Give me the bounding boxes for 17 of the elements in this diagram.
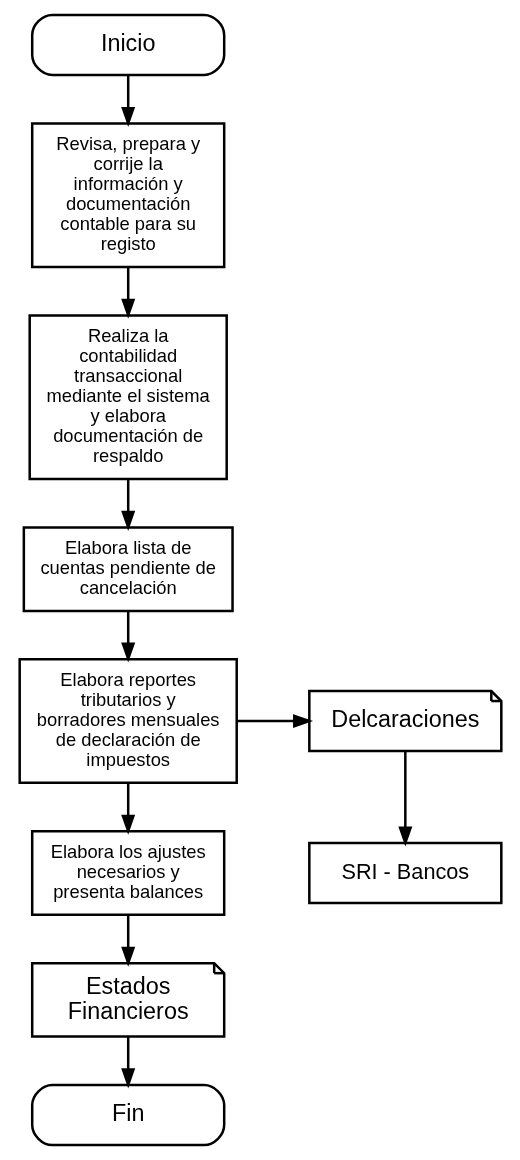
arrow: [120, 783, 135, 835]
node-box: Realiza la contabilidad transaccional mediante el sistema y elabora documentación de respaldo: [27, 314, 228, 481]
node-box: Revisa, prepara y corrije la información y documentación contable para su registo: [30, 122, 225, 269]
node-box: Inicio: [30, 13, 225, 77]
node-box: Elabora reportes tributarios y borradores mensuales de declaración de impuestos: [17, 658, 238, 785]
arrow: [236, 714, 313, 729]
arrow: [120, 479, 135, 531]
node-box: Fin: [30, 1083, 225, 1147]
arrow: [120, 75, 135, 127]
node-box: Elabora lista de cuentas pendiente de cancelación: [22, 526, 234, 613]
arrow: [120, 267, 135, 319]
arrow: [397, 751, 412, 847]
arrow: [120, 1036, 135, 1089]
arrow: [120, 915, 135, 967]
node-box: Elabora los ajustes necesarios y presenta balances: [30, 830, 225, 916]
arrow: [120, 611, 135, 663]
node-box: SRI - Bancos: [307, 841, 503, 905]
